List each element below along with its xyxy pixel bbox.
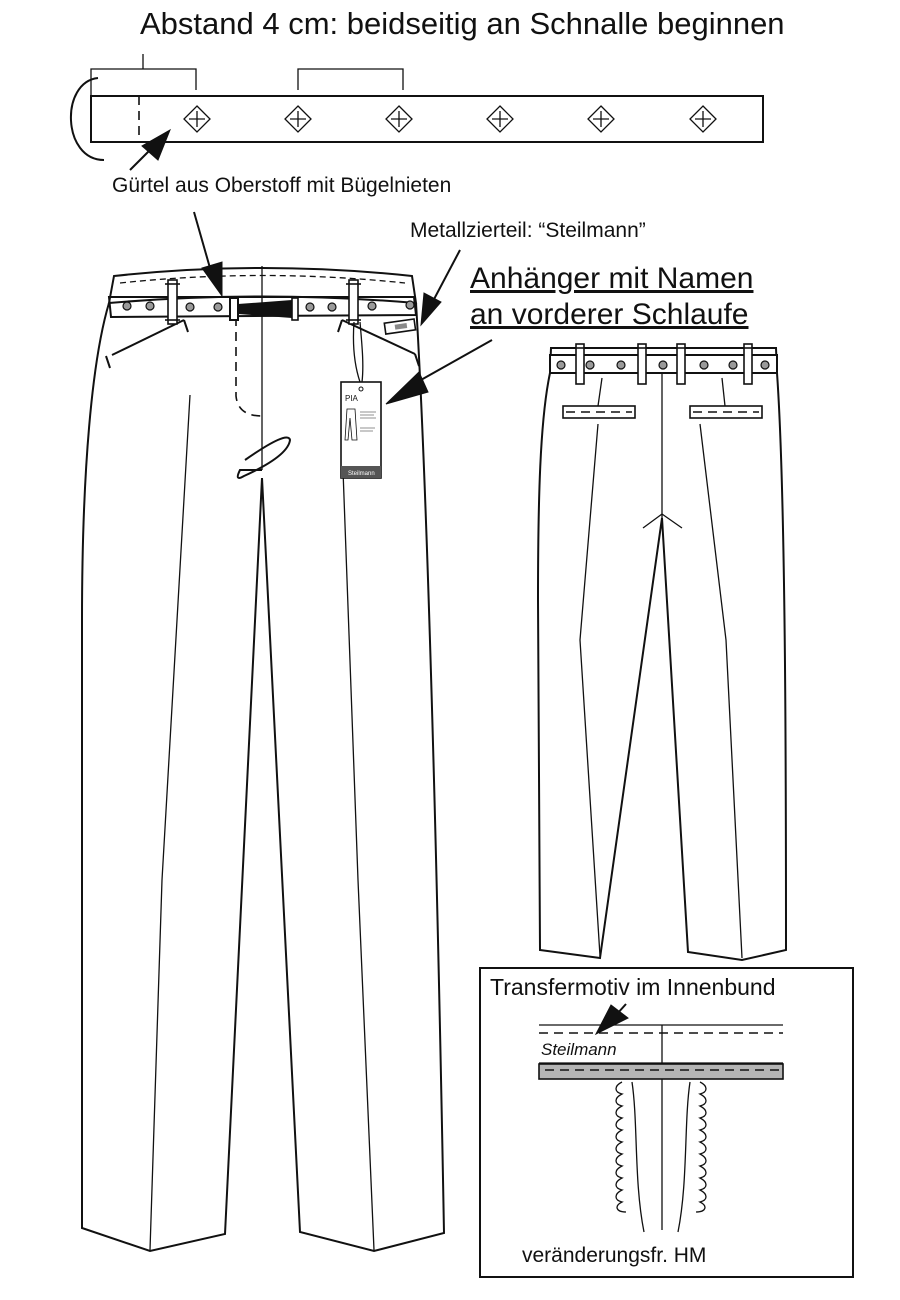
detail-box-footer: veränderungsfr. HM <box>522 1244 706 1267</box>
detail-box-title: Transfermotiv im Innenbund <box>490 974 776 1000</box>
belt-arrow-shaft <box>193 211 213 276</box>
buckle-loop <box>69 77 105 161</box>
back-seam-tack <box>642 513 683 529</box>
belt-note: Gürtel aus Oberstoff mit Bügelnieten <box>112 174 451 197</box>
back-leg-outline <box>536 372 788 962</box>
back-belt-loops <box>573 343 755 385</box>
serged-edge-right <box>695 1081 707 1213</box>
belt-arrow-head <box>201 261 223 298</box>
front-belt-tongue <box>238 300 292 318</box>
hangtag-note-line1: Anhänger mit Namen <box>470 262 753 295</box>
pocket-tack <box>105 355 111 369</box>
spacing-bracket-rivets <box>297 68 404 90</box>
rivet-marker <box>183 105 211 133</box>
hangtag-arrow-head <box>385 371 429 405</box>
belt-arrow-head <box>141 128 171 161</box>
back-belt-rivets <box>556 360 770 370</box>
front-crease-right <box>342 469 375 1251</box>
rivet-marker <box>689 105 717 133</box>
rivet-marker <box>587 105 615 133</box>
metal-trim-note: Metallzierteil: “Steilmann” <box>410 219 646 242</box>
rivet-marker <box>385 105 413 133</box>
hangtag: PIA Steilmann <box>340 381 382 479</box>
spacing-bracket-buckle <box>90 68 197 96</box>
seam-allowance-left <box>631 1081 645 1233</box>
hangtag-note-line2: an vorderer Schlaufe <box>470 298 749 331</box>
belt-keeper <box>291 297 299 321</box>
seam-allowance-right <box>677 1081 691 1233</box>
inner-waistband-detail: Transfermotiv im Innenbund Steilmann ver… <box>479 967 854 1278</box>
transfer-arrow-head <box>594 1004 629 1036</box>
back-pocket-left <box>562 377 636 419</box>
grey-facing-band <box>538 1063 784 1080</box>
back-view-trousers <box>536 343 788 962</box>
hangtag-trouser-icon <box>344 408 358 441</box>
rivet-marker <box>284 105 312 133</box>
belt-rivets <box>183 105 717 133</box>
hangtag-string <box>359 321 364 383</box>
front-buckle <box>229 297 239 321</box>
trim-arrow-shaft <box>431 249 461 304</box>
front-pocket-left <box>111 319 185 356</box>
trim-arrow-head <box>420 292 442 327</box>
back-crease-left <box>579 423 601 957</box>
back-pocket-right <box>689 377 763 419</box>
pocket-tack <box>414 353 420 367</box>
front-belt-loops <box>165 279 361 325</box>
metal-trim-plate <box>383 318 417 335</box>
rivet-marker <box>486 105 514 133</box>
front-belt-rivets <box>122 300 415 312</box>
back-crease-right <box>699 423 743 959</box>
pocket-tack <box>183 319 189 333</box>
transfer-logo-text: Steilmann <box>541 1040 617 1059</box>
hangtag-brand: Steilmann <box>348 471 375 477</box>
hangtag-arrow-shaft <box>411 339 493 386</box>
hangtag-string <box>352 321 361 383</box>
spacing-note: Abstand 4 cm: beidseitig an Schnalle beg… <box>140 6 785 41</box>
hangtag-name: PIA <box>345 394 359 403</box>
serged-edge-left <box>615 1081 627 1213</box>
front-leg-outline <box>81 302 446 1253</box>
belt-detail: Abstand 4 cm: beidseitig an Schnalle beg… <box>69 6 785 197</box>
fly-bottom-curve <box>236 436 292 479</box>
front-crease-left <box>149 394 191 1251</box>
front-belt <box>107 296 418 319</box>
pocket-tack <box>337 319 343 333</box>
detail-box-frame <box>479 967 854 1278</box>
front-view-trousers: PIA Steilmann Metallzierteil: “Steilmann… <box>81 211 753 1253</box>
fly-stitching <box>235 302 263 417</box>
